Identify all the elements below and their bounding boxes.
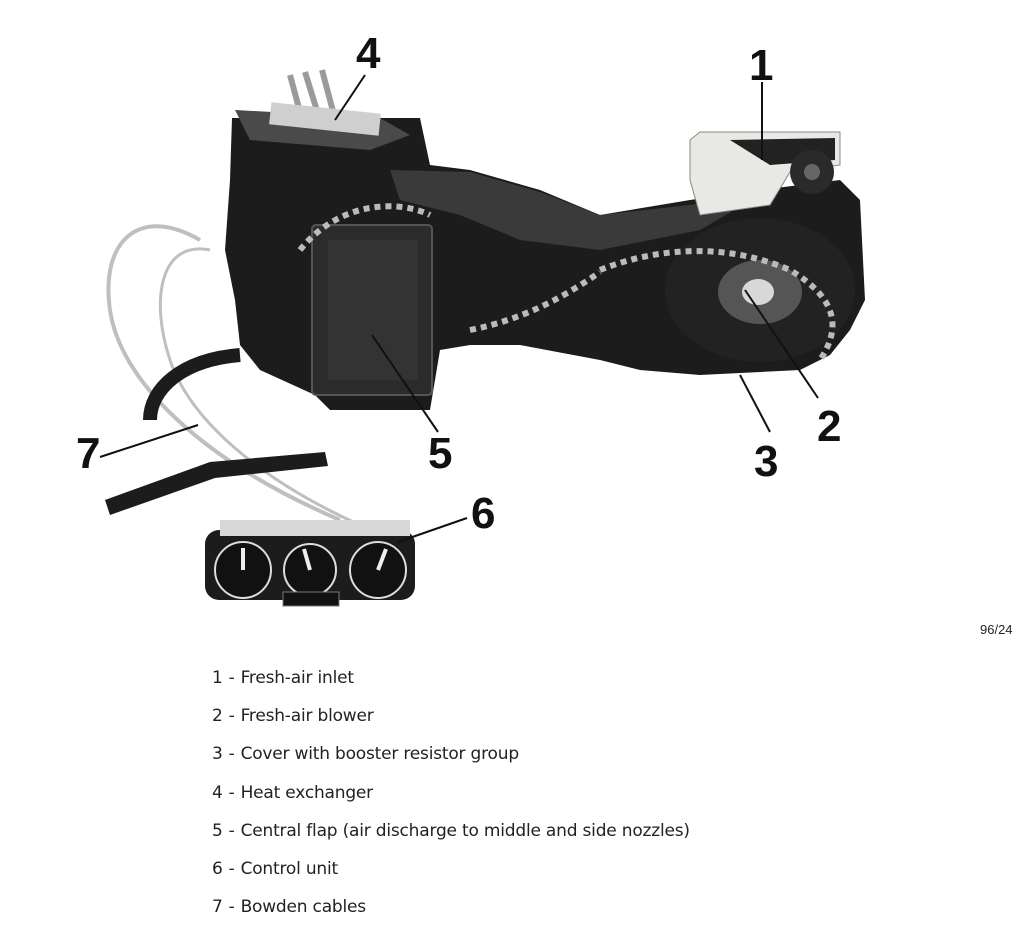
parts-legend: 1-Fresh-air inlet 2-Fresh-air blower 3-C… — [212, 668, 690, 935]
legend-item: 6-Control unit — [212, 858, 338, 879]
leader-lines — [99, 74, 819, 543]
callout-2: 2 — [817, 402, 842, 451]
bowden-cables — [105, 224, 361, 527]
heater-assembly-photo — [99, 69, 865, 607]
callout-4: 4 — [356, 29, 381, 78]
callout-1: 1 — [749, 41, 774, 90]
callout-7: 7 — [76, 429, 101, 478]
callout-3: 3 — [754, 437, 779, 486]
legend-item: 5-Central flap (air discharge to middle … — [212, 820, 690, 841]
wiring-harness-lower — [469, 269, 602, 333]
control-unit — [205, 520, 415, 607]
heat-exchanger — [235, 69, 410, 150]
figure-reference: 96/24 — [980, 622, 1013, 637]
callout-5: 5 — [428, 429, 453, 478]
legend-item: 2-Fresh-air blower — [212, 706, 374, 727]
wiring-harness — [297, 203, 836, 362]
legend-item: 7-Bowden cables — [212, 897, 366, 918]
legend-item: 4-Heat exchanger — [212, 782, 373, 803]
legend-item: 1-Fresh-air inlet — [212, 668, 354, 688]
legend-item: 3-Cover with booster resistor group — [212, 744, 519, 765]
callout-6: 6 — [471, 489, 496, 538]
fresh-air-blower — [665, 218, 855, 362]
fresh-air-inlet — [689, 131, 841, 216]
central-flap — [311, 224, 433, 396]
